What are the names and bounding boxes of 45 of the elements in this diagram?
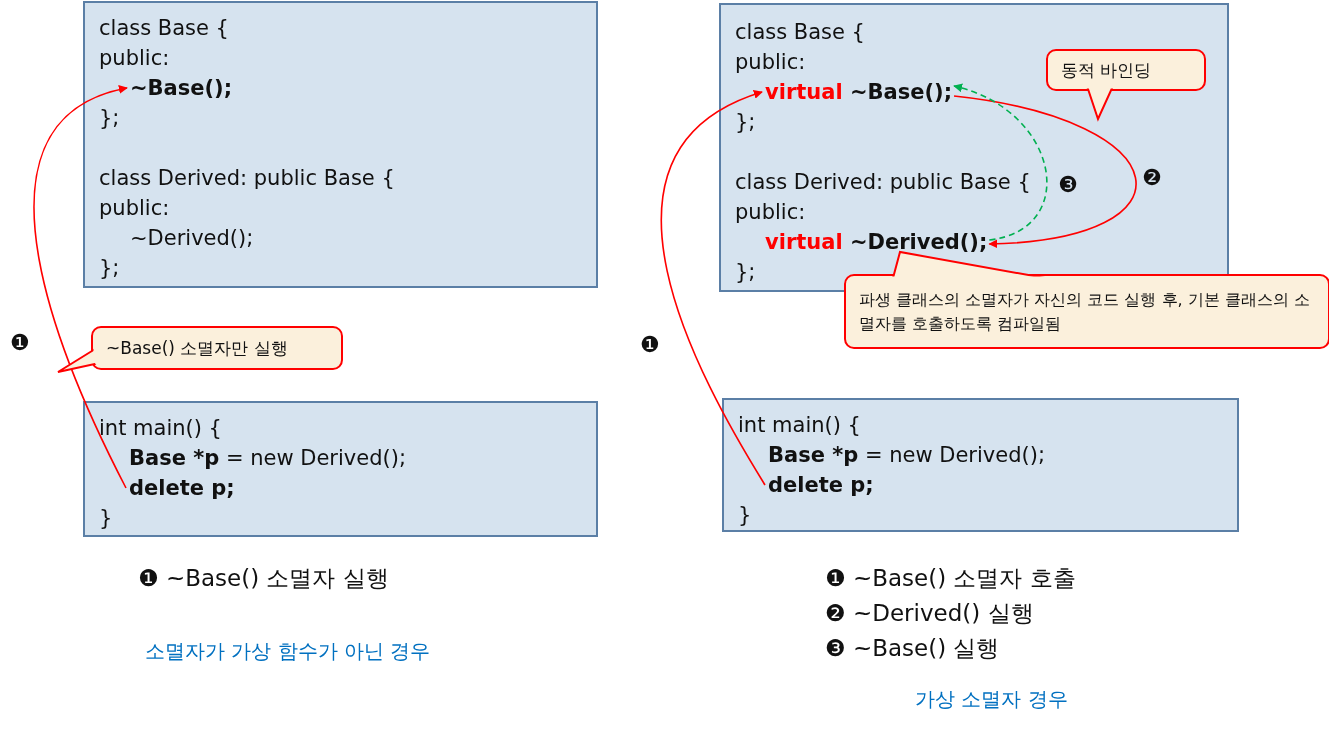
callout-text: ~Base() 소멸자만 실행 <box>106 337 288 360</box>
callout-text: 동적 바인딩 <box>1061 59 1152 82</box>
arrow <box>953 84 1048 241</box>
arrow <box>660 91 766 486</box>
code-line: }; <box>99 105 120 132</box>
code-panel <box>83 1 598 288</box>
callout-text: 파생 클래스의 소멸자가 자신의 코드 실행 후, 기본 클래스의 소멸자를 호출하도록 컴파일됨 <box>859 288 1311 335</box>
code-line: Base *p = new Derived(); <box>768 442 1045 469</box>
code-line: }; <box>735 259 756 286</box>
code-line: ~Derived(); <box>130 225 254 252</box>
code-line: class Base { <box>735 19 865 46</box>
code-line: public: <box>99 195 170 222</box>
caption-text: 가상 소멸자 경우 <box>915 686 1068 713</box>
code-line: public: <box>735 199 806 226</box>
code-line: class Derived: public Base { <box>99 165 395 192</box>
code-line: public: <box>99 45 170 72</box>
edge-label: ❸ <box>1058 172 1078 197</box>
code-panel <box>83 401 598 537</box>
code-line: class Base { <box>99 15 229 42</box>
edge-label: ❶ <box>10 330 30 355</box>
code-line: ~Base(); <box>130 74 233 102</box>
code-line: delete p; <box>768 471 874 499</box>
note-text: ❶ ~Base() 소멸자 호출 <box>825 564 1076 593</box>
code-line: }; <box>99 255 120 282</box>
code-line: int main() { <box>738 412 861 439</box>
code-line: Base *p = new Derived(); <box>129 445 406 472</box>
note-text: ❶ ~Base() 소멸자 실행 <box>138 564 389 593</box>
edge-label: ❶ <box>640 332 660 357</box>
arrow <box>33 86 128 489</box>
arrow <box>953 95 1137 248</box>
edge-label: ❷ <box>1142 165 1162 190</box>
code-line: class Derived: public Base { <box>735 169 1031 196</box>
code-panel <box>722 398 1239 532</box>
code-line: public: <box>735 49 806 76</box>
note-text: ❷ ~Derived() 실행 <box>825 599 1034 628</box>
caption-text: 소멸자가 가상 함수가 아닌 경우 <box>145 638 431 665</box>
code-line: int main() { <box>99 415 222 442</box>
code-line: } <box>738 502 752 529</box>
code-line: } <box>99 505 113 532</box>
note-text: ❸ ~Base() 실행 <box>825 634 1000 663</box>
code-line: virtual ~Derived(); <box>765 228 988 256</box>
code-panel <box>719 3 1229 292</box>
code-line: virtual ~Base(); <box>765 78 953 106</box>
code-line: delete p; <box>129 474 235 502</box>
code-line: }; <box>735 109 756 136</box>
